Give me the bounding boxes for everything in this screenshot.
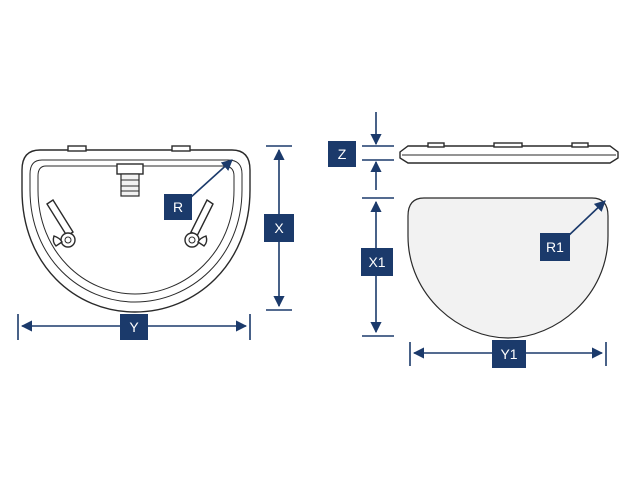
svg-text:R: R: [173, 199, 183, 215]
hinge-tab-left: [67, 145, 87, 152]
svg-text:R1: R1: [546, 239, 564, 255]
hatch-front-view: R X Y: [17, 145, 294, 340]
profile-tab-right: [571, 142, 589, 148]
svg-text:Y: Y: [129, 319, 139, 335]
hatch-side-view: Z: [328, 112, 619, 190]
cutout-shape: [407, 197, 609, 339]
label-y: Y: [120, 314, 148, 340]
label-y1: Y1: [492, 340, 526, 368]
r1-leader: [565, 200, 606, 239]
center-latch: [116, 163, 144, 197]
hinge-tab-right: [171, 145, 191, 152]
label-x1: X1: [361, 248, 393, 276]
hatch-inner-frame: [29, 159, 243, 303]
label-x: X: [264, 214, 294, 242]
svg-text:Y1: Y1: [500, 346, 517, 362]
label-r: R: [164, 194, 192, 220]
profile-tab-left: [427, 142, 445, 148]
profile-tab-middle: [493, 142, 523, 148]
label-r1: R1: [540, 233, 570, 261]
hatch-glass-edge: [37, 165, 235, 295]
label-z: Z: [328, 141, 356, 167]
handle-right: [184, 198, 214, 248]
svg-text:X1: X1: [368, 254, 385, 270]
r-leader: [189, 159, 233, 199]
hatch-outer-frame: [21, 149, 251, 313]
svg-text:Z: Z: [338, 146, 347, 162]
z-dimension: [362, 112, 394, 190]
cutout-template-view: R1 X1 Y1: [361, 197, 609, 368]
svg-text:X: X: [274, 220, 284, 236]
handle-left: [46, 199, 76, 248]
